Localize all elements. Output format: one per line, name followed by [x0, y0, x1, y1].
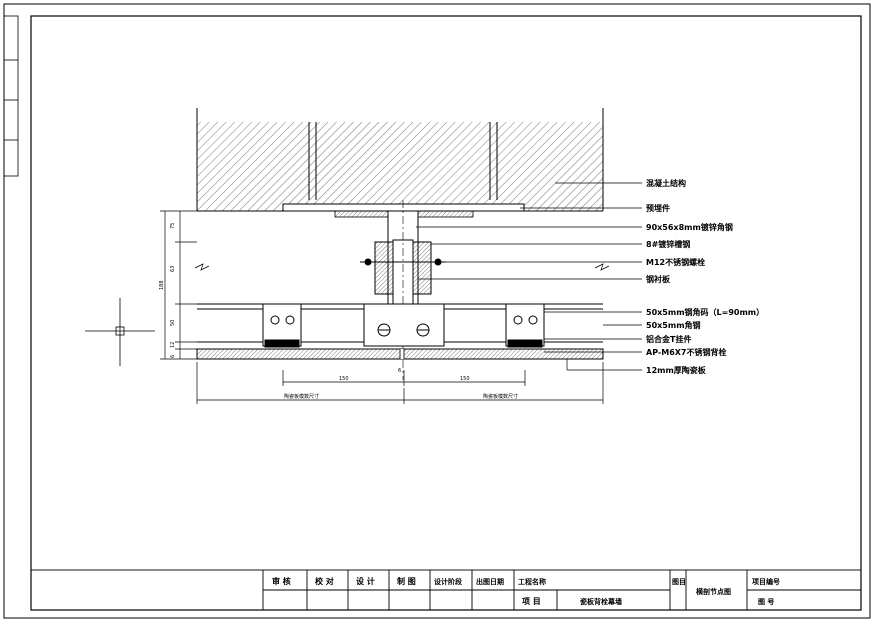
crosshair-icon [85, 298, 155, 366]
left-bracket [262, 303, 302, 348]
binding-strip [3, 15, 19, 177]
tb-drawing-title-value: 横剖节点图 [696, 587, 731, 596]
vertical-dimensions [160, 210, 610, 360]
dim-width-right: 150 [460, 376, 470, 382]
tb-project-value: 瓷板背栓幕墙 [580, 597, 622, 606]
label-galv-angle: 90x56x8mm镀锌角钢 [646, 222, 733, 232]
dim-v-bottom-a: 12 [170, 342, 176, 348]
label-galv-channel: 8#镀锌槽钢 [646, 239, 690, 249]
label-steel-lining: 钢衬板 [646, 274, 671, 284]
tb-stage: 设计阶段 [434, 577, 462, 586]
title-block [30, 569, 862, 611]
dim-v-mid: 63 [170, 266, 176, 272]
dim-span-left: 陶瓷板模数尺寸 [284, 393, 319, 400]
dim-v-total: 188 [159, 280, 165, 290]
tb-design: 设 计 [356, 576, 375, 586]
tb-date: 出图日期 [476, 577, 504, 586]
label-ss-bolt: M12不锈钢螺栓 [646, 257, 705, 267]
tb-project-no-label: 项目编号 [752, 577, 780, 586]
dim-v-bottom-b: 6 [170, 355, 176, 358]
dim-gap: 6 [398, 368, 401, 374]
dim-v-lower: 50 [170, 320, 176, 326]
dim-span-right: 陶瓷板模数尺寸 [483, 393, 518, 400]
tb-drawing-title-label: 图目 [672, 577, 686, 586]
tb-project-name: 工程名称 [518, 577, 546, 586]
title-block-text: 审 核 校 对 设 计 制 图 设计阶段 出图日期 工程名称 项 目 瓷板背栓幕… [272, 576, 780, 606]
label-concrete: 混凝土结构 [646, 178, 686, 188]
leader-lines [416, 182, 642, 371]
callout-labels: 混凝土结构 预埋件 90x56x8mm镀锌角钢 8#镀锌槽钢 M12不锈钢螺栓 … [646, 178, 764, 375]
concrete-structure [196, 108, 604, 212]
tb-draft: 制 图 [397, 576, 416, 586]
tb-check: 校 对 [315, 576, 334, 586]
tb-project-label: 项 目 [522, 597, 541, 606]
label-back-bolt: AP-M6X7不锈钢背栓 [646, 347, 727, 357]
tb-review: 审 核 [272, 576, 291, 586]
ceramic-panel [196, 348, 604, 360]
right-bracket [505, 303, 545, 348]
dim-width-left: 150 [339, 376, 349, 382]
label-embedded-plate: 预埋件 [646, 203, 670, 213]
label-t-hanger: 铝合金T挂件 [646, 334, 691, 344]
sheet-border [3, 3, 871, 619]
label-angle-steel: 50x5mm角钢 [646, 320, 701, 330]
center-bracket [363, 303, 445, 347]
label-steel-clip: 50x5mm钢角码（L=90mm） [646, 307, 764, 317]
tb-drawing-no-label: 图 号 [758, 597, 774, 606]
horizontal-dimensions [196, 362, 604, 404]
label-ceramic-panel: 12mm厚陶瓷板 [646, 365, 707, 375]
dim-v-top: 75 [170, 223, 176, 229]
